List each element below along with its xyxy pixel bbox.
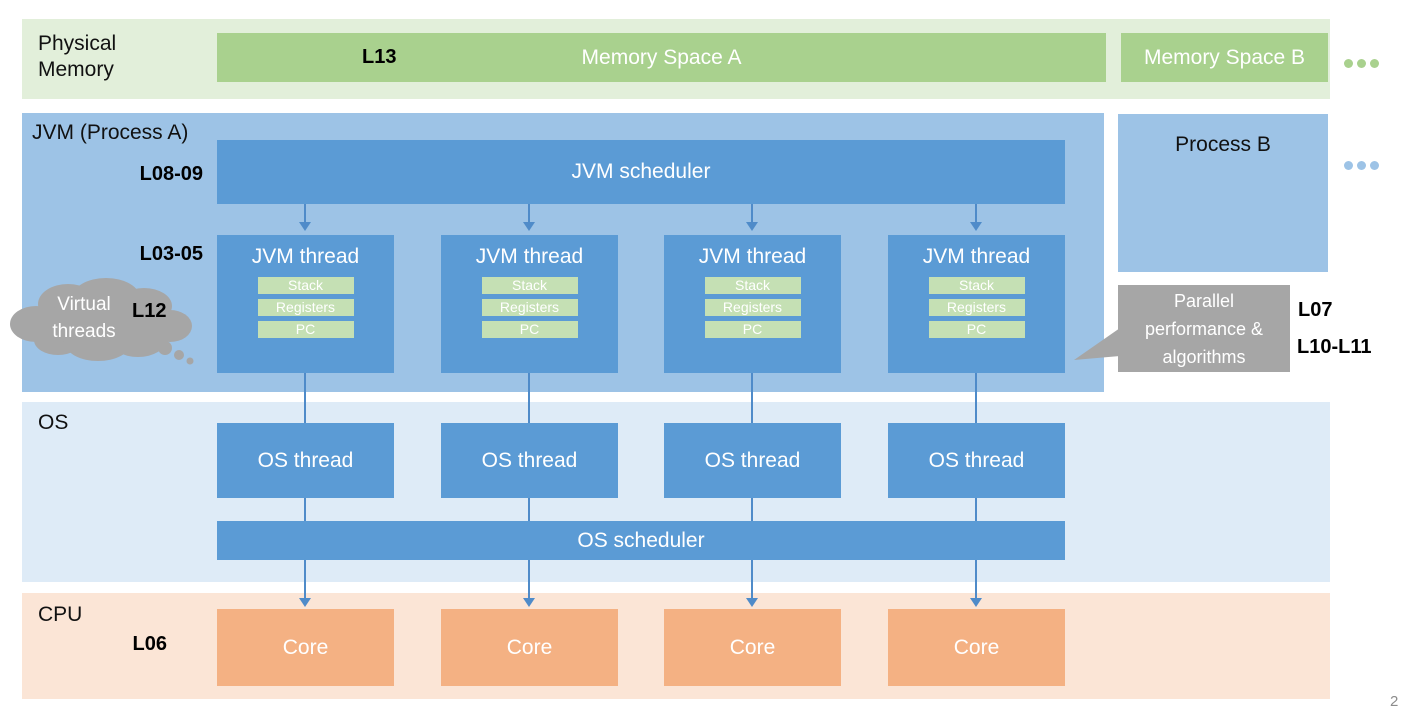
core-box: Core xyxy=(217,609,394,686)
jvm-scheduler-box: JVM scheduler xyxy=(217,140,1065,204)
os-label: OS xyxy=(38,411,69,434)
core-box: Core xyxy=(664,609,841,686)
jvm-thread-box: JVM thread Stack Registers PC xyxy=(888,235,1065,373)
registers-chip: Registers xyxy=(257,299,354,316)
jvm-thread-box: JVM thread Stack Registers PC xyxy=(664,235,841,373)
lecture-tag-l07: L07 xyxy=(1298,299,1333,321)
core-label: Core xyxy=(506,635,553,659)
core-box: Core xyxy=(441,609,618,686)
memory-space-a-label: Memory Space A xyxy=(581,45,742,69)
process-b-box xyxy=(1118,114,1328,272)
virtual-threads-line1: Virtual xyxy=(57,294,111,315)
lecture-tag-l13: L13 xyxy=(362,46,397,68)
os-scheduler-box: OS scheduler xyxy=(217,521,1065,560)
arrowhead-icon xyxy=(299,598,311,607)
connector-line xyxy=(304,560,306,598)
dot-icon xyxy=(1344,59,1353,68)
registers-chip: Registers xyxy=(704,299,801,316)
connector-line xyxy=(528,204,530,222)
jvm-process-a-label: JVM (Process A) xyxy=(32,121,189,144)
physical-memory-label: Physical Memory xyxy=(38,32,117,81)
lecture-tag-l03-05: L03-05 xyxy=(139,243,203,265)
arrowhead-icon xyxy=(746,598,758,607)
connector-line xyxy=(975,560,977,598)
core-label: Core xyxy=(282,635,329,659)
connector-line xyxy=(528,373,530,423)
callout-tail-icon xyxy=(1074,328,1120,360)
connector-line xyxy=(304,204,306,222)
registers-chip: Registers xyxy=(481,299,578,316)
arrowhead-icon xyxy=(299,222,311,231)
arrowhead-icon xyxy=(970,222,982,231)
process-b-label: Process B xyxy=(1175,133,1271,156)
core-label: Core xyxy=(729,635,776,659)
connector-line xyxy=(751,204,753,222)
memory-space-a-box: Memory Space A xyxy=(217,33,1106,82)
lecture-tag-l06: L06 xyxy=(132,633,167,655)
dot-icon xyxy=(1370,59,1379,68)
arrowhead-icon xyxy=(970,598,982,607)
connector-line xyxy=(975,373,977,423)
lecture-tag-l08-09: L08-09 xyxy=(139,163,203,185)
memory-space-b-label: Memory Space B xyxy=(1143,45,1306,69)
dot-icon xyxy=(1357,161,1366,170)
stack-chip: Stack xyxy=(481,277,578,294)
connector-line xyxy=(975,204,977,222)
stack-chip: Stack xyxy=(704,277,801,294)
memory-space-b-box: Memory Space B xyxy=(1121,33,1328,82)
registers-chip: Registers xyxy=(928,299,1025,316)
jvm-thread-title: JVM thread xyxy=(475,245,584,268)
cpu-label: CPU xyxy=(38,603,83,626)
stack-chip: Stack xyxy=(928,277,1025,294)
os-thread-label: OS thread xyxy=(481,448,578,472)
ellipsis-green-icon xyxy=(1344,59,1379,68)
connector-line xyxy=(975,498,977,521)
pc-chip: PC xyxy=(704,321,801,338)
arrowhead-icon xyxy=(746,222,758,231)
callout-line3: algorithms xyxy=(1162,346,1246,367)
os-thread-box: OS thread xyxy=(888,423,1065,498)
connector-line xyxy=(751,373,753,423)
os-thread-box: OS thread xyxy=(441,423,618,498)
os-thread-box: OS thread xyxy=(664,423,841,498)
pc-chip: PC xyxy=(257,321,354,338)
dot-icon xyxy=(1357,59,1366,68)
jvm-thread-title: JVM thread xyxy=(922,245,1031,268)
jvm-thread-title: JVM thread xyxy=(698,245,807,268)
jvm-thread-box: JVM thread Stack Registers PC xyxy=(441,235,618,373)
ellipsis-blue-icon xyxy=(1344,161,1379,170)
connector-line xyxy=(751,498,753,521)
connector-line xyxy=(304,373,306,423)
connector-line xyxy=(528,498,530,521)
os-thread-label: OS thread xyxy=(257,448,354,472)
core-box: Core xyxy=(888,609,1065,686)
arrowhead-icon xyxy=(523,222,535,231)
pc-chip: PC xyxy=(928,321,1025,338)
dot-icon xyxy=(1344,161,1353,170)
jvm-scheduler-label: JVM scheduler xyxy=(571,160,711,183)
os-thread-box: OS thread xyxy=(217,423,394,498)
os-scheduler-label: OS scheduler xyxy=(577,528,705,552)
stack-chip: Stack xyxy=(257,277,354,294)
callout-line2: performance & xyxy=(1144,318,1264,339)
lecture-tag-l10-l11: L10-L11 xyxy=(1297,336,1372,358)
slide-page-number: 2 xyxy=(1390,693,1399,710)
virtual-threads-line2: threads xyxy=(52,321,116,342)
core-label: Core xyxy=(953,635,1000,659)
dot-icon xyxy=(1370,161,1379,170)
connector-line xyxy=(304,498,306,521)
os-thread-label: OS thread xyxy=(704,448,801,472)
connector-line xyxy=(751,560,753,598)
pc-chip: PC xyxy=(481,321,578,338)
callout-line1: Parallel xyxy=(1173,290,1235,311)
jvm-thread-box: JVM thread Stack Registers PC xyxy=(217,235,394,373)
thought-cloud-icon xyxy=(10,278,194,365)
lecture-tag-l12: L12 xyxy=(132,300,167,322)
os-thread-label: OS thread xyxy=(928,448,1025,472)
parallel-performance-callout: Parallel performance & algorithms xyxy=(1118,285,1290,372)
connector-line xyxy=(528,560,530,598)
arrowhead-icon xyxy=(523,598,535,607)
jvm-thread-title: JVM thread xyxy=(251,245,360,268)
virtual-threads-cloud-text: Virtual threads xyxy=(18,291,150,345)
